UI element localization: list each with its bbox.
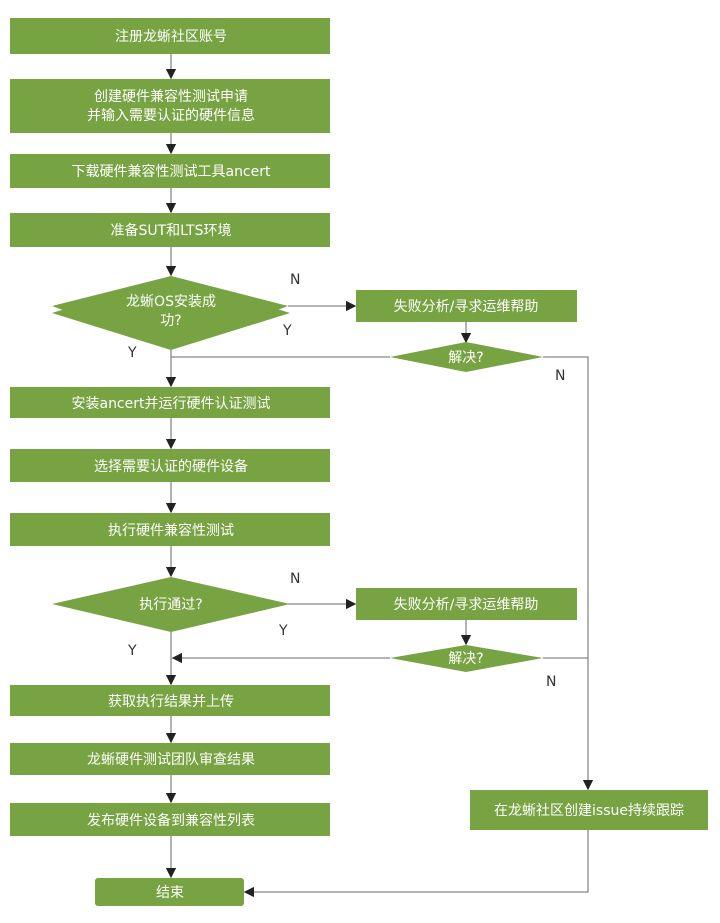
label-yes: Y (282, 323, 292, 339)
step-download-tool: 下载硬件兼容性测试工具ancert (10, 154, 330, 188)
step-run-test: 执行硬件兼容性测试 (10, 513, 330, 546)
svg-text:在龙蜥社区创建issue持续跟踪: 在龙蜥社区创建issue持续跟踪 (494, 802, 684, 819)
edge (243, 830, 589, 898)
label-yes: Y (127, 345, 137, 361)
step-fail-analysis-2: 失败分析/寻求运维帮助 (356, 588, 577, 620)
step-select-devices: 选择需要认证的硬件设备 (10, 449, 330, 482)
step-fail-analysis-1: 失败分析/寻求运维帮助 (356, 290, 577, 322)
svg-text:安装ancert并运行硬件认证测试: 安装ancert并运行硬件认证测试 (71, 396, 270, 412)
svg-text:龙蜥硬件测试团队审查结果: 龙蜥硬件测试团队审查结果 (87, 752, 255, 768)
svg-text:并输入需要认证的硬件信息: 并输入需要认证的硬件信息 (87, 107, 255, 124)
step-create-issue: 在龙蜥社区创建issue持续跟踪 (470, 790, 708, 830)
svg-text:结束: 结束 (156, 885, 184, 901)
svg-text:龙蜥OS安装成: 龙蜥OS安装成 (126, 294, 216, 310)
svg-text:执行硬件兼容性测试: 执行硬件兼容性测试 (108, 522, 234, 539)
decision-resolved-2: 解决? (390, 645, 543, 672)
label-no: N (290, 571, 300, 587)
decision-pass: 执行通过? (52, 577, 290, 632)
label-no: N (555, 368, 565, 384)
label-yes: Y (278, 623, 288, 639)
svg-text:准备SUT和LTS环境: 准备SUT和LTS环境 (111, 222, 232, 239)
svg-text:注册龙蜥社区账号: 注册龙蜥社区账号 (115, 29, 227, 45)
label-no: N (546, 674, 556, 690)
svg-text:获取执行结果并上传: 获取执行结果并上传 (108, 694, 234, 710)
svg-text:解决?: 解决? (448, 350, 483, 366)
step-register: 注册龙蜥社区账号 (10, 18, 330, 54)
svg-text:发布硬件设备到兼容性列表: 发布硬件设备到兼容性列表 (87, 812, 255, 829)
label-no: N (290, 272, 300, 288)
decision-resolved-1: 解决? (390, 342, 543, 372)
svg-text:功?: 功? (160, 313, 181, 329)
svg-text:下载硬件兼容性测试工具ancert: 下载硬件兼容性测试工具ancert (71, 163, 271, 180)
label-yes: Y (127, 643, 137, 659)
step-team-review: 龙蜥硬件测试团队审查结果 (10, 743, 330, 775)
step-publish: 发布硬件设备到兼容性列表 (10, 803, 330, 836)
svg-text:执行通过?: 执行通过? (139, 597, 202, 613)
svg-text:创建硬件兼容性测试申请: 创建硬件兼容性测试申请 (94, 88, 248, 105)
svg-text:解决?: 解决? (448, 651, 483, 667)
step-upload-results: 获取执行结果并上传 (10, 685, 330, 716)
step-prepare-env: 准备SUT和LTS环境 (10, 213, 330, 247)
svg-text:失败分析/寻求运维帮助: 失败分析/寻求运维帮助 (394, 597, 539, 613)
edge-no (543, 356, 594, 791)
step-install-ancert: 安装ancert并运行硬件认证测试 (10, 387, 330, 418)
svg-text:选择需要认证的硬件设备: 选择需要认证的硬件设备 (94, 458, 248, 475)
svg-text:失败分析/寻求运维帮助: 失败分析/寻求运维帮助 (394, 299, 539, 315)
step-end: 结束 (95, 878, 244, 906)
